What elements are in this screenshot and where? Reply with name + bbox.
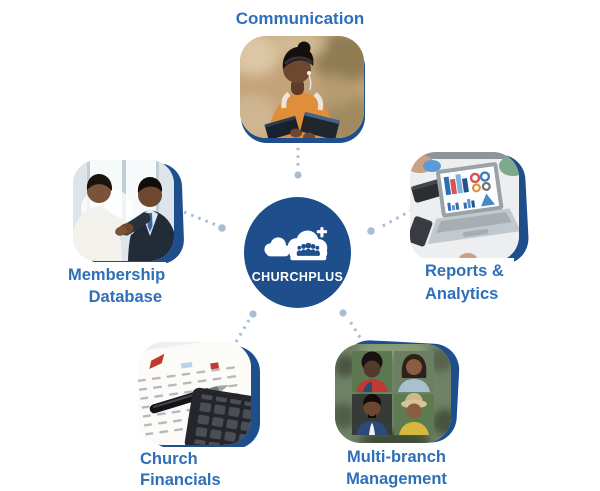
reports-analytics-label: Reports & Analytics (418, 258, 514, 310)
node-communication (240, 36, 365, 143)
financials-label-line2: Financials (140, 471, 221, 489)
multi-branch-photo (335, 344, 451, 443)
people-collage-illustration (335, 344, 451, 443)
reports-analytics-photo (410, 152, 519, 262)
multibranch-label-line2: Management (346, 470, 447, 488)
connector-end-dot (294, 171, 302, 179)
connector-end-dot (339, 309, 347, 317)
woman-reading-tablet-illustration (240, 36, 364, 138)
communication-photo (240, 36, 364, 138)
membership-database-label: Membership Database (59, 262, 166, 311)
connector-multibranch (346, 317, 366, 345)
connector-end-dot (249, 310, 257, 318)
node-multi-branch-management (335, 339, 461, 444)
reports-label-line1: Reports & (425, 262, 504, 280)
reports-label-line2: Analytics (425, 285, 499, 303)
churchplus-wordmark: CHURCHPLUS (251, 269, 344, 284)
connector-end-dot (367, 227, 375, 235)
node-reports-analytics (410, 152, 530, 269)
connector-reports (378, 208, 413, 230)
connector-membership (183, 210, 217, 227)
membership-label-line2: Database (88, 288, 162, 306)
churchplus-hub: CHURCHPLUS (244, 197, 351, 308)
church-financials-label: Church Financials (123, 447, 259, 491)
communication-label: Communication (233, 4, 367, 34)
pen-calculator-illustration (138, 342, 251, 445)
multibranch-label-line1: Multi-branch (347, 448, 446, 466)
multi-branch-label: Multi-branch Management (334, 443, 459, 491)
churchplus-cloud-logo-icon (263, 226, 327, 260)
church-financials-photo (138, 342, 251, 445)
communication-label-text: Communication (235, 9, 365, 28)
membership-database-photo (73, 160, 174, 261)
laptop-charts-illustration (410, 152, 519, 262)
node-membership-database (73, 160, 185, 267)
node-church-financials (138, 342, 260, 449)
connector-end-dot (218, 224, 226, 232)
financials-label-line1: Church (140, 450, 198, 468)
membership-label-line1: Membership (68, 266, 166, 284)
business-handshake-illustration (73, 160, 174, 261)
connector-financials (234, 319, 251, 343)
